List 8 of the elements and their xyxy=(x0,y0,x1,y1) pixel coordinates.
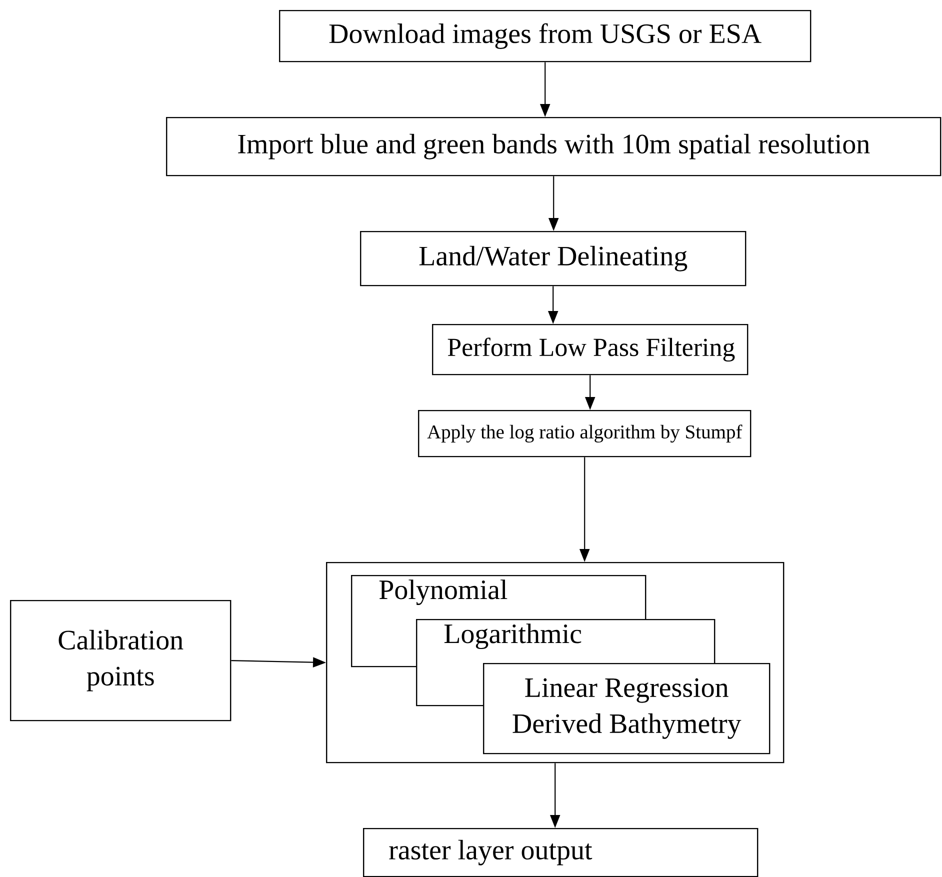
process-box: Apply the log ratio algorithm by Stumpf xyxy=(418,410,752,458)
process-box: Land/Water Delineating xyxy=(360,230,746,286)
process-box: raster layer output xyxy=(363,828,758,877)
process-box: Download images from USGS or ESA xyxy=(279,10,812,62)
process-box: Linear Regression Derived Bathymetry xyxy=(483,662,770,754)
process-box: Calibration points xyxy=(10,600,232,722)
process-box: Import blue and green bands with 10m spatial resolution xyxy=(166,116,942,176)
process-box: Perform Low Pass Filtering xyxy=(432,324,748,376)
